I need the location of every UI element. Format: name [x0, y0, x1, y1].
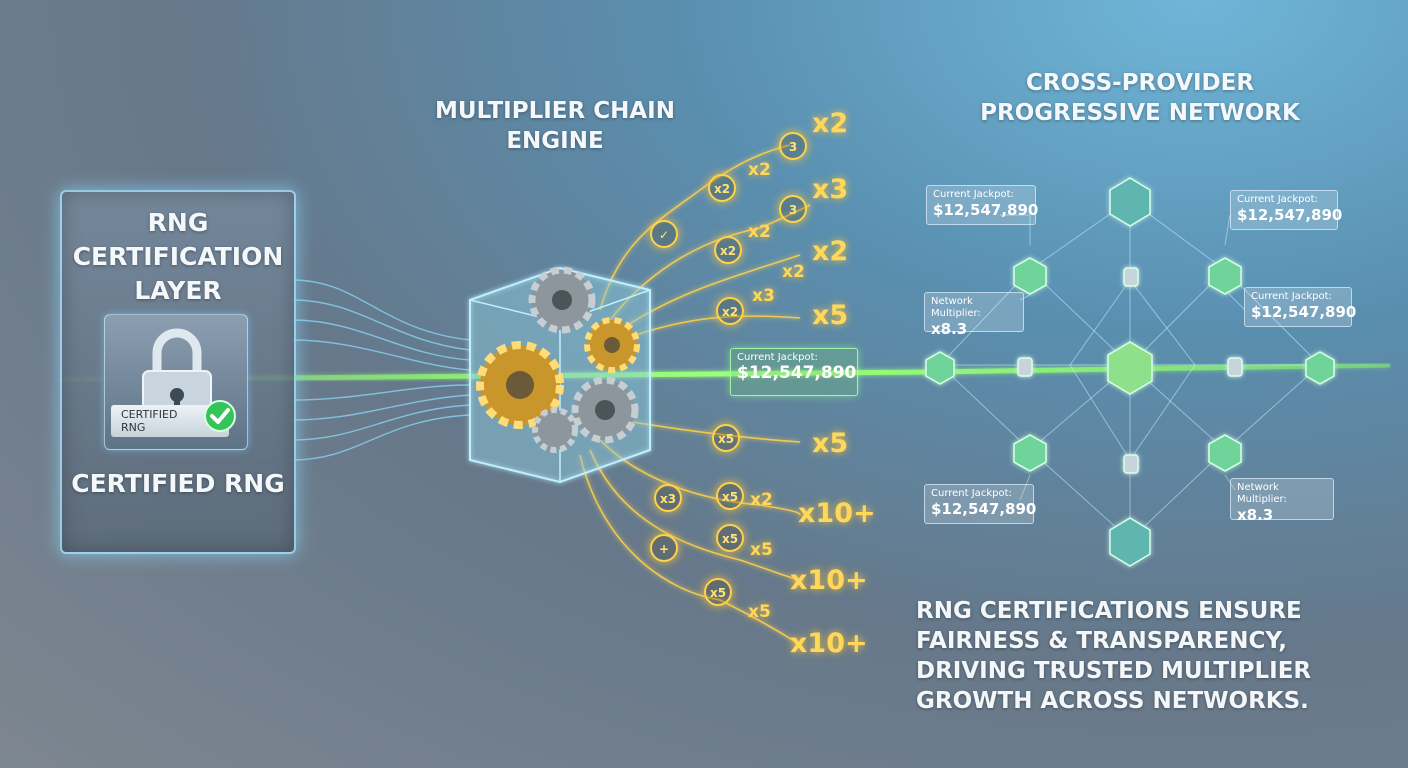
- badge-line2: RNG: [121, 421, 146, 434]
- network-box-label: Current Jackpot:: [1237, 194, 1318, 205]
- network-box-label: Current Jackpot:: [931, 488, 1012, 499]
- multiplier-label: x10+: [798, 498, 876, 529]
- rng-certification-panel: RNG CERTIFICATION LAYER CERTIFIED RNG CE…: [60, 190, 296, 554]
- badge-line1: CERTIFIED: [121, 408, 178, 421]
- multiplier-label: x2: [750, 490, 773, 510]
- multiplier-bubble: x5: [716, 524, 744, 552]
- network-box-label: Current Jackpot:: [933, 189, 1014, 200]
- multiplier-bubble: x2: [708, 174, 736, 202]
- network-box-2: Current Jackpot: $12,547,890: [1230, 190, 1343, 230]
- jackpot-value: $12,547,890: [737, 363, 857, 383]
- checkmark-icon: [204, 400, 236, 432]
- network-box-value: x8.3: [931, 320, 968, 338]
- checkmark-icon: ✓: [650, 220, 678, 248]
- multiplier-bubble: 3: [779, 132, 807, 160]
- multiplier-label: x10+: [790, 628, 868, 659]
- center-jackpot-box: Current Jackpot: $12,547,890: [730, 348, 858, 396]
- footnote-text: RNG CERTIFICATIONS ENSURE FAIRNESS & TRA…: [916, 598, 1312, 714]
- lock-card: CERTIFIED RNG: [104, 314, 248, 450]
- rng-panel-subtitle: CERTIFIED RNG: [71, 469, 285, 498]
- network-box-5: Current Jackpot: $12,547,890: [924, 484, 1037, 524]
- network-box-value: $12,547,890: [931, 500, 1037, 518]
- jackpot-label: Current Jackpot:: [737, 352, 818, 363]
- multiplier-label: x2: [748, 160, 771, 180]
- network-box-label: Network Multiplier:: [1237, 482, 1287, 505]
- multiplier-label: x5: [750, 540, 773, 560]
- rng-panel-title: RNG CERTIFICATION LAYER: [72, 208, 284, 305]
- multiplier-label: x5: [812, 300, 849, 331]
- multiplier-label: x5: [812, 428, 849, 459]
- network-box-label: Current Jackpot:: [1251, 291, 1332, 302]
- multiplier-label: x3: [812, 174, 849, 205]
- multiplier-label: x2: [782, 262, 805, 282]
- multiplier-bubble: x5: [716, 482, 744, 510]
- multiplier-label: x3: [752, 286, 775, 306]
- multiplier-label: x10+: [790, 565, 868, 596]
- network-box-value: $12,547,890: [1251, 303, 1357, 321]
- multiplier-bubble: 3: [779, 195, 807, 223]
- multiplier-bubble: x2: [716, 297, 744, 325]
- network-box-3: Network Multiplier: x8.3: [924, 292, 1024, 338]
- plus-icon: +: [650, 534, 678, 562]
- multiplier-label: x2: [812, 108, 849, 139]
- network-box-value: $12,547,890: [933, 201, 1039, 219]
- network-title: CROSS-PROVIDER PROGRESSIVE NETWORK: [980, 70, 1300, 126]
- rng-to-engine-lines: [291, 279, 471, 461]
- network-box-4: Current Jackpot: $12,547,890: [1244, 287, 1357, 327]
- network-box-1: Current Jackpot: $12,547,890: [926, 185, 1039, 225]
- multiplier-label: x5: [748, 602, 771, 622]
- network-nodes: [925, 177, 1335, 567]
- network-box-6: Network Multiplier: x8.3: [1230, 478, 1334, 524]
- multiplier-label: x2: [748, 222, 771, 242]
- engine-title: MULTIPLIER CHAIN ENGINE: [435, 98, 675, 154]
- multiplier-bubble: x5: [712, 424, 740, 452]
- network-box-value: x8.3: [1237, 506, 1274, 524]
- multiplier-label: x2: [812, 236, 849, 267]
- network-box-value: $12,547,890: [1237, 206, 1343, 224]
- multiplier-bubble: x2: [714, 236, 742, 264]
- network-box-label: Network Multiplier:: [931, 296, 981, 319]
- multiplier-bubble: x5: [704, 578, 732, 606]
- multiplier-bubble: x3: [654, 484, 682, 512]
- gear-icon: [476, 266, 640, 453]
